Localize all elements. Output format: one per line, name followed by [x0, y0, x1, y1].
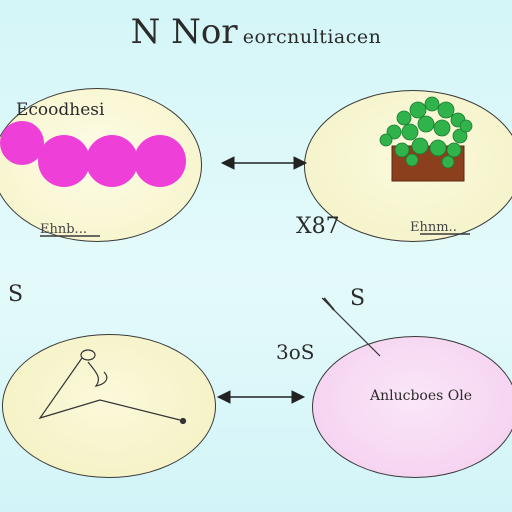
title-sub: eorcnultiacen	[242, 26, 382, 48]
title-main: N Nor	[130, 12, 238, 52]
side-label-left: S	[8, 282, 24, 307]
side-label-right: S	[350, 286, 366, 311]
footer-scribble	[40, 233, 470, 237]
dots-cluster-icon	[0, 121, 186, 187]
oval-bottom-right	[312, 336, 512, 478]
oval-bottom-left	[2, 334, 216, 478]
dot-4	[134, 135, 186, 187]
dot-3	[86, 135, 138, 187]
bird-sketch-icon	[38, 349, 187, 425]
connector-arrow-bottom	[216, 390, 306, 404]
center-label: 3oS	[276, 340, 315, 364]
panel-heading: Ecoodhesi	[16, 100, 105, 120]
connector-arrow-top	[220, 156, 308, 170]
dot-1	[0, 121, 44, 165]
page-title: N Nor eorcnultiacen	[0, 12, 512, 52]
mid-label-x87: X87	[296, 214, 340, 239]
dot-2	[38, 135, 90, 187]
potted-plant-icon	[379, 96, 473, 182]
pink-oval-text: Anlucboes Ole	[370, 388, 473, 404]
panel-footer-right: Ehnm..	[410, 220, 457, 235]
panel-footer-left: Ehnb...	[40, 222, 87, 237]
pointer-line	[321, 297, 381, 357]
